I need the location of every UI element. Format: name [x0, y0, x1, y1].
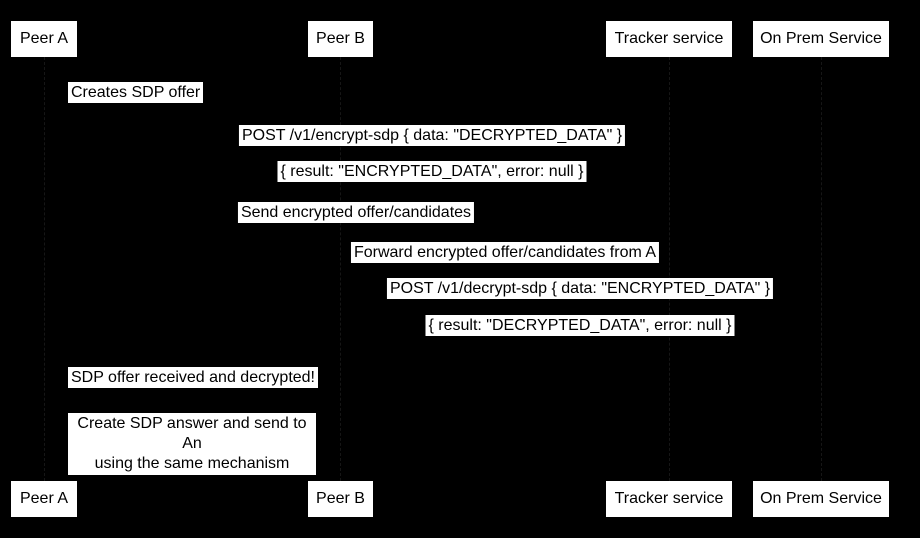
- message-send-encrypted-offer: Send encrypted offer/candidates: [237, 202, 475, 223]
- lifeline-peer-b: [340, 57, 341, 481]
- message-forward-encrypted-offer: Forward encrypted offer/candidates from …: [350, 242, 660, 263]
- participant-on-prem-service-bottom: On Prem Service: [753, 481, 889, 517]
- message-sdp-offer-received: SDP offer received and decrypted!: [68, 367, 318, 388]
- lifeline-peer-a: [44, 57, 45, 481]
- message-creates-sdp-offer: Creates SDP offer: [68, 82, 204, 103]
- participant-peer-a-top: Peer A: [11, 21, 77, 57]
- note-create-sdp-answer: Create SDP answer and send to An using t…: [68, 413, 316, 475]
- lifeline-tracker-service: [669, 57, 670, 481]
- participant-tracker-service-bottom: Tracker service: [606, 481, 732, 517]
- message-post-encrypt-sdp: POST /v1/encrypt-sdp { data: "DECRYPTED_…: [238, 125, 626, 146]
- message-post-decrypt-sdp: POST /v1/decrypt-sdp { data: "ENCRYPTED_…: [386, 278, 774, 299]
- participant-tracker-service-top: Tracker service: [606, 21, 732, 57]
- message-decrypt-result: { result: "DECRYPTED_DATA", error: null …: [425, 315, 735, 336]
- message-encrypt-result: { result: "ENCRYPTED_DATA", error: null …: [277, 161, 587, 182]
- participant-peer-b-bottom: Peer B: [308, 481, 373, 517]
- lifeline-on-prem-service: [821, 57, 822, 481]
- note-line-2: using the same mechanism: [94, 455, 290, 472]
- participant-peer-b-top: Peer B: [308, 21, 373, 57]
- participant-peer-a-bottom: Peer A: [11, 481, 77, 517]
- note-line-1: Create SDP answer and send to An: [77, 415, 307, 452]
- participant-on-prem-service-top: On Prem Service: [753, 21, 889, 57]
